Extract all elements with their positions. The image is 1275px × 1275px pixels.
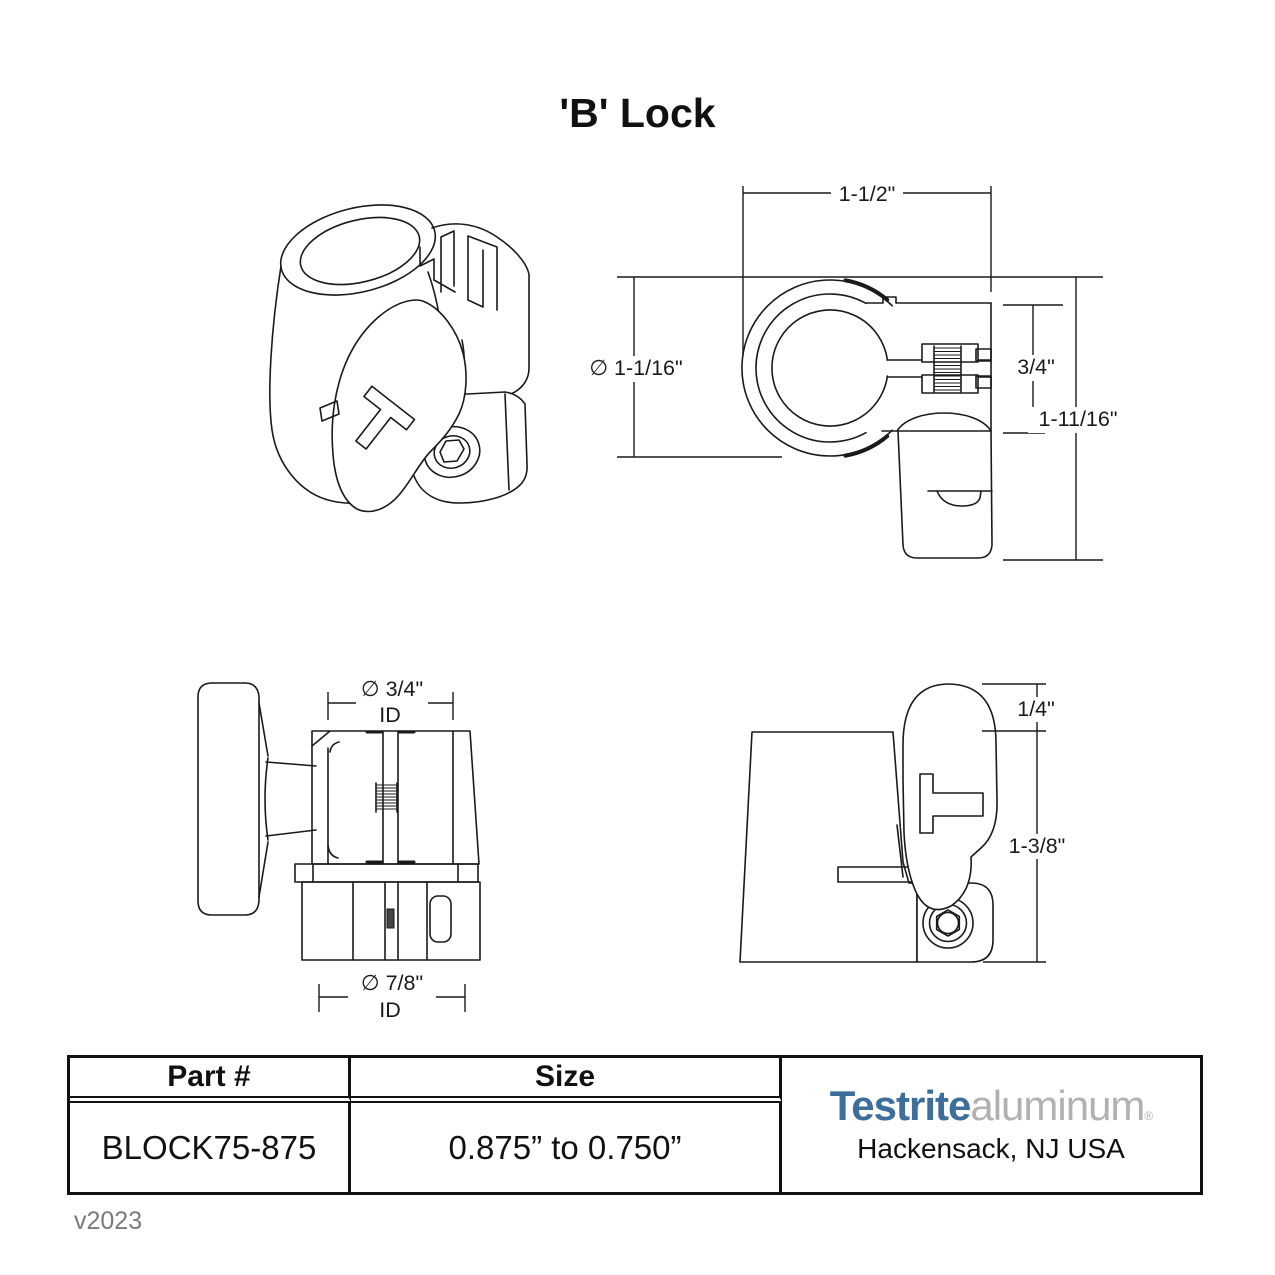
- bottom-stem-lines: [265, 761, 317, 837]
- front-knob-body: [897, 430, 993, 559]
- front-overall-label: 1-11/16": [1039, 407, 1118, 431]
- bottom-bottom-id-label: ID: [379, 998, 401, 1022]
- side-knob: [902, 683, 998, 911]
- side-height-label-bg: [1003, 834, 1071, 859]
- bottom-flange-ticks: [312, 863, 459, 883]
- iso-screw-hex: [439, 439, 465, 463]
- front-knob-dome: [896, 412, 992, 432]
- brand-name-light: aluminum: [970, 1082, 1145, 1129]
- vendor-logo-cell: Testritealuminum® Hackensack, NJ USA: [782, 1058, 1200, 1192]
- iso-screw-block-facet: [504, 393, 510, 491]
- iso-knob: [331, 299, 467, 513]
- version-label: v2023: [74, 1207, 143, 1235]
- page-title: 'B' Lock: [559, 90, 716, 136]
- front-diameter-label: ∅ 1-1/16": [589, 356, 682, 380]
- side-quarter-label: 1/4": [1017, 697, 1055, 721]
- bottom-knob-taper: [258, 702, 269, 898]
- iso-rim-outer: [279, 204, 437, 296]
- bottom-lower-thread: [386, 908, 395, 929]
- iso-right-lobe: [431, 223, 530, 395]
- side-view: 1/4" 1-3/8": [739, 683, 1071, 963]
- front-ring-mid-arc: [755, 293, 867, 443]
- registered-mark: ®: [1144, 1109, 1153, 1123]
- brand-name-bold: Testrite: [829, 1082, 972, 1129]
- iso-clamp-jaw-lines: [433, 230, 498, 311]
- front-width-label: 1-1/2": [839, 182, 896, 206]
- front-diameter-label-bg: [584, 356, 688, 382]
- bottom-bottom-dim: [318, 984, 466, 1012]
- side-quarter-label-bg: [1008, 697, 1064, 722]
- front-slot-lines: [886, 359, 992, 378]
- front-ring-outer-arc: [741, 279, 893, 457]
- size-value: 0.875” to 0.750”: [351, 1103, 782, 1192]
- spec-table: Part # Size Testritealuminum® Hackensack…: [67, 1055, 1203, 1195]
- bottom-top-id-value: ∅ 3/4": [361, 677, 423, 701]
- bottom-thread-hatch: [376, 784, 397, 810]
- side-body: [739, 731, 918, 963]
- bottom-lower-block: [301, 881, 481, 961]
- bottom-lower-dividers: [352, 881, 428, 961]
- front-ring-thick-top: [843, 278, 890, 302]
- bottom-bottom-id-value: ∅ 7/8": [361, 971, 423, 995]
- front-width-label-bg: [831, 182, 903, 207]
- iso-cylinder-left-edge: [269, 265, 365, 505]
- bottom-top-id-label: ID: [379, 703, 401, 727]
- iso-rim-inner: [299, 216, 421, 286]
- vendor-logo: Testritealuminum®: [829, 1082, 1154, 1129]
- side-screw-hex: [935, 909, 961, 937]
- side-body-facet: [896, 824, 904, 878]
- front-bore-arc: [771, 309, 889, 427]
- side-knob-T-mark: [919, 773, 984, 834]
- iso-view: [269, 204, 530, 513]
- iso-screw-inner: [433, 434, 471, 470]
- bottom-upper-chamfer: [311, 730, 340, 859]
- front-ring-thick-bottom: [843, 434, 890, 458]
- bottom-upper-inner-lines: [327, 730, 454, 865]
- front-body-top-edge: [865, 296, 992, 304]
- front-screw-side-notch-bottom: [975, 375, 992, 389]
- front-view: 1-1/2" ∅ 1-1/16" 3/4" 1-11/16": [584, 182, 1128, 561]
- side-left-tab: [837, 866, 916, 883]
- bottom-flange: [294, 863, 479, 883]
- bottom-thread-edges: [375, 782, 398, 813]
- iso-left-tab: [319, 400, 340, 422]
- part-number-value: BLOCK75-875: [70, 1103, 351, 1192]
- front-thread-hatch: [934, 347, 961, 391]
- iso-clamp-step: [419, 246, 435, 281]
- bottom-upper-block: [311, 730, 480, 865]
- bottom-bore-caps: [365, 730, 416, 864]
- side-height-label: 1-3/8": [1009, 834, 1066, 858]
- iso-knob-T-mark: [355, 385, 416, 450]
- front-overall-label-bg: [1028, 407, 1128, 433]
- part-number-header: Part #: [70, 1058, 351, 1103]
- bottom-top-dim: [327, 692, 454, 720]
- front-clamp-label: 3/4": [1017, 355, 1055, 379]
- front-screw-top-block: [921, 343, 979, 363]
- front-thread-edges: [933, 345, 962, 393]
- front-screw-side-notch-top: [975, 348, 992, 362]
- bottom-lower-detail: [429, 895, 452, 943]
- vendor-location: Hackensack, NJ USA: [857, 1133, 1125, 1164]
- front-knob-groove-hook: [936, 490, 982, 507]
- bottom-knob-outline: [197, 682, 260, 916]
- front-clamp-label-bg: [1007, 355, 1065, 381]
- front-screw-bottom-block: [921, 374, 979, 394]
- size-header: Size: [351, 1058, 782, 1103]
- iso-knob-T-path: [355, 385, 416, 450]
- bottom-view: ∅ 3/4" ID ∅ 7/8" ID: [197, 677, 481, 1022]
- side-dim-ticks: [982, 683, 1046, 963]
